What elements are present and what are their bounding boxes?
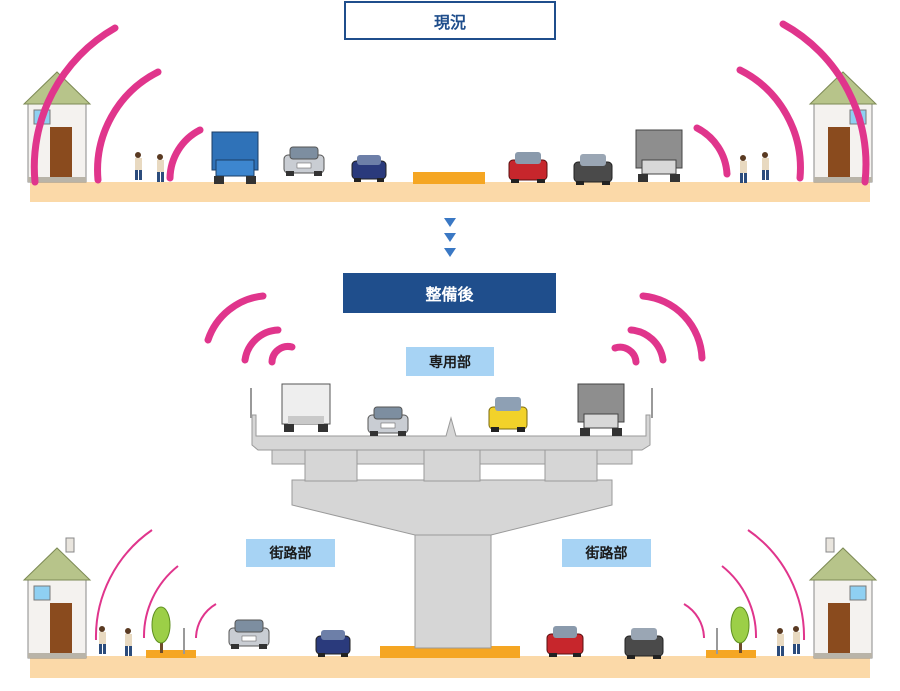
car-current-1: [283, 146, 325, 177]
cyclist-after-right: [777, 628, 784, 656]
noise-waves-deck-left: [204, 292, 296, 366]
gray-truck-current: [635, 129, 683, 183]
house-right-after: [809, 547, 877, 659]
street-section-label-right: 街路部: [562, 539, 651, 567]
current-road-surface: [30, 182, 870, 202]
noise-waves-current-left: [30, 24, 204, 186]
car-street-3: [546, 626, 584, 657]
pedestrian-after-left: [99, 626, 106, 654]
white-truck-deck: [281, 383, 331, 432]
pedestrian-current-right: [762, 152, 769, 180]
noise-waves-street-left: [94, 529, 217, 641]
tree-left: [151, 606, 171, 653]
down-arrows: [444, 218, 456, 257]
blue-truck-current: [211, 131, 259, 184]
noise-waves-deck-right: [611, 292, 706, 366]
pier-cap: [291, 479, 613, 536]
car-street-2: [315, 630, 351, 657]
after-improvement-label: 整備後: [343, 273, 556, 313]
car-deck-1: [367, 406, 409, 437]
current-condition-label: 現況: [344, 1, 556, 40]
car-current-4: [573, 154, 613, 185]
right-planting-strip: [706, 650, 756, 658]
cyclist-current-right: [740, 155, 747, 183]
gray-truck-deck: [577, 383, 625, 437]
viaduct-pier: [414, 529, 492, 649]
pedestrian-current-left: [135, 152, 142, 180]
car-current-3: [508, 152, 548, 183]
noise-waves-street-right: [683, 529, 806, 641]
after-road-section: [23, 292, 877, 678]
cyclist-after-left: [125, 628, 132, 656]
deck-slab: [251, 414, 651, 451]
elevated-viaduct: [250, 388, 653, 649]
taxi-deck: [488, 397, 528, 432]
pedestrian-after-right: [793, 626, 800, 654]
down-arrow-icon: [444, 248, 456, 257]
car-street-1: [228, 619, 270, 650]
current-road-section: [23, 20, 877, 202]
car-street-4: [624, 628, 664, 659]
down-arrow-icon: [444, 218, 456, 227]
dedicated-section-label: 専用部: [406, 347, 494, 376]
left-planting-strip: [146, 650, 196, 658]
car-current-2: [351, 155, 387, 182]
tree-right: [730, 606, 750, 653]
after-road-surface: [30, 656, 870, 678]
cyclist-current-left: [157, 154, 164, 182]
current-median: [413, 172, 485, 184]
noise-waves-current-right: [693, 20, 870, 186]
down-arrow-icon: [444, 233, 456, 242]
house-left-after: [23, 547, 91, 659]
street-section-label-left: 街路部: [246, 539, 335, 567]
after-median: [380, 646, 520, 658]
